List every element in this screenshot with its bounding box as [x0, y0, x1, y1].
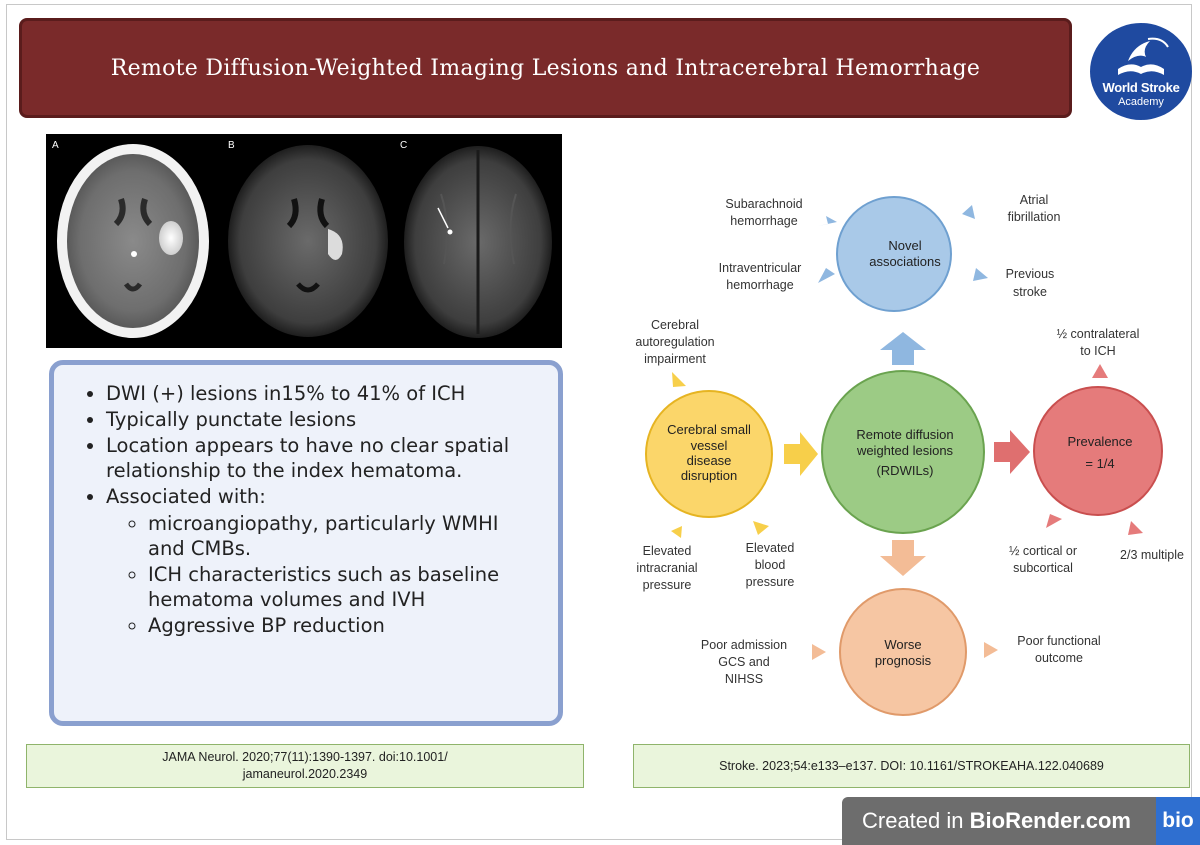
page-frame — [6, 4, 1192, 840]
rdwil-diagram: Novel associations Cerebral small vessel… — [635, 193, 1184, 716]
arrow-small-icon — [973, 268, 988, 281]
center-label-3: (RDWILs) — [876, 463, 933, 478]
panel-label-a: A — [52, 140, 59, 151]
arrow-up-icon — [880, 332, 926, 365]
novel-label-1: Novel — [888, 238, 921, 253]
findings-list: DWI (+) lesions in15% to 41% of ICH Typi… — [80, 381, 534, 638]
page-title: Remote Diffusion-Weighted Imaging Lesion… — [110, 55, 981, 81]
arrow-small-icon — [1046, 514, 1062, 528]
title-banner: Remote Diffusion-Weighted Imaging Lesion… — [19, 18, 1072, 118]
cortical-label-2: subcortical — [1013, 561, 1073, 575]
arrow-small-icon — [672, 372, 686, 387]
arrow-small-icon — [984, 642, 998, 658]
svd-label-1: Cerebral small — [667, 422, 751, 437]
prevalence-label-2: = 1/4 — [1085, 456, 1114, 471]
contralateral-label-1: ½ contralateral — [1057, 327, 1140, 341]
small-vessel-disease-circle — [645, 390, 773, 518]
svd-label-3: disease — [687, 453, 732, 468]
functional-outcome-label-2: outcome — [1035, 651, 1083, 665]
arrow-small-icon — [818, 216, 837, 226]
biorender-text: Created in BioRender.com — [862, 808, 1131, 834]
panel-label-c: C — [400, 140, 407, 151]
rdwil-center-circle — [821, 370, 985, 534]
reference-right-text: Stroke. 2023;54:e133–e137. DOI: 10.1161/… — [719, 758, 1104, 773]
intraventricular-label-1: Intraventricular — [719, 261, 802, 275]
center-label-1: Remote diffusion — [856, 427, 953, 442]
worse-label-2: prognosis — [875, 653, 932, 668]
arrow-down-icon — [880, 540, 926, 576]
novel-associations-circle — [836, 196, 952, 312]
admission-label-2: GCS and — [718, 655, 769, 669]
multiple-label: 2/3 multiple — [1120, 548, 1184, 562]
arrow-small-icon — [812, 644, 826, 660]
world-stroke-academy-logo: World Stroke Academy — [1090, 23, 1192, 120]
findings-bullet-box: DWI (+) lesions in15% to 41% of ICH Typi… — [49, 360, 563, 726]
book-icon — [1118, 37, 1169, 75]
intraventricular-label-2: hemorrhage — [726, 278, 793, 292]
blood-pressure-label-2: blood — [755, 558, 786, 572]
reference-left-line-1: JAMA Neurol. 2020;77(11):1390-1397. doi:… — [162, 750, 448, 764]
cortical-label-1: ½ cortical or — [1009, 544, 1077, 558]
brain-scans-image: A B C — [52, 140, 552, 338]
arrow-small-icon — [1128, 521, 1143, 535]
previous-stroke-label-1: Previous — [1006, 267, 1055, 281]
contralateral-label-2: to ICH — [1080, 344, 1115, 358]
bio-logo-icon: bio — [1156, 797, 1200, 845]
previous-stroke-label-2: stroke — [1013, 285, 1047, 299]
prevalence-circle — [1033, 386, 1163, 516]
list-item: Associated with: microangiopathy, partic… — [106, 484, 534, 638]
arrow-small-icon — [962, 205, 975, 219]
arrow-right-icon — [994, 430, 1030, 474]
reference-right: Stroke. 2023;54:e133–e137. DOI: 10.1161/… — [633, 744, 1190, 788]
novel-label-2: associations — [869, 254, 941, 269]
biorender-brand: BioRender.com — [969, 808, 1131, 833]
list-item: DWI (+) lesions in15% to 41% of ICH — [106, 381, 534, 406]
blood-pressure-label-3: pressure — [746, 575, 795, 589]
biorender-prefix: Created in — [862, 808, 970, 833]
autoregulation-label-1: Cerebral — [651, 318, 699, 332]
worse-label-1: Worse — [884, 637, 921, 652]
list-item: Location appears to have no clear spatia… — [106, 433, 534, 483]
atrial-label-2: fibrillation — [1008, 210, 1061, 224]
associations-sublist: microangiopathy, particularly WMHI and C… — [106, 511, 534, 638]
arrow-small-icon — [1092, 364, 1108, 378]
autoregulation-label-3: impairment — [644, 352, 706, 366]
intracranial-label-1: Elevated — [643, 544, 692, 558]
logo-line-2: Academy — [1118, 96, 1164, 108]
admission-label-3: NIHSS — [725, 672, 763, 686]
worse-prognosis-circle — [839, 588, 967, 716]
subarachnoid-label-1: Subarachnoid — [725, 197, 802, 211]
logo-line-1: World Stroke — [1102, 80, 1180, 95]
prevalence-label-1: Prevalence — [1067, 434, 1132, 449]
subarachnoid-label-2: hemorrhage — [730, 214, 797, 228]
autoregulation-label-2: autoregulation — [635, 335, 714, 349]
atrial-label-1: Atrial — [1020, 193, 1048, 207]
arrow-right-icon — [784, 432, 818, 476]
arrow-small-icon — [753, 521, 769, 535]
panel-label-b: B — [228, 140, 235, 151]
svd-label-4: disruption — [681, 468, 737, 483]
arrow-small-icon — [818, 268, 835, 283]
sub-list-item: Aggressive BP reduction — [148, 613, 534, 638]
brain-scan-panel: A B C — [46, 134, 562, 348]
svd-label-2: vessel — [691, 438, 728, 453]
intracranial-label-3: pressure — [643, 578, 692, 592]
arrow-small-icon — [671, 526, 682, 538]
functional-outcome-label-1: Poor functional — [1017, 634, 1100, 648]
reference-left-line-2: jamaneurol.2020.2349 — [242, 767, 368, 781]
blood-pressure-label-1: Elevated — [746, 541, 795, 555]
reference-left: JAMA Neurol. 2020;77(11):1390-1397. doi:… — [26, 744, 584, 788]
sub-list-item: microangiopathy, particularly WMHI and C… — [148, 511, 534, 561]
list-item: Typically punctate lesions — [106, 407, 534, 432]
biorender-badge: Created in BioRender.com bio — [842, 797, 1200, 845]
center-label-2: weighted lesions — [856, 443, 954, 458]
intracranial-label-2: intracranial — [636, 561, 697, 575]
admission-label-1: Poor admission — [701, 638, 787, 652]
list-item-text: Associated with: — [106, 485, 266, 508]
sub-list-item: ICH characteristics such as baseline hem… — [148, 562, 534, 612]
